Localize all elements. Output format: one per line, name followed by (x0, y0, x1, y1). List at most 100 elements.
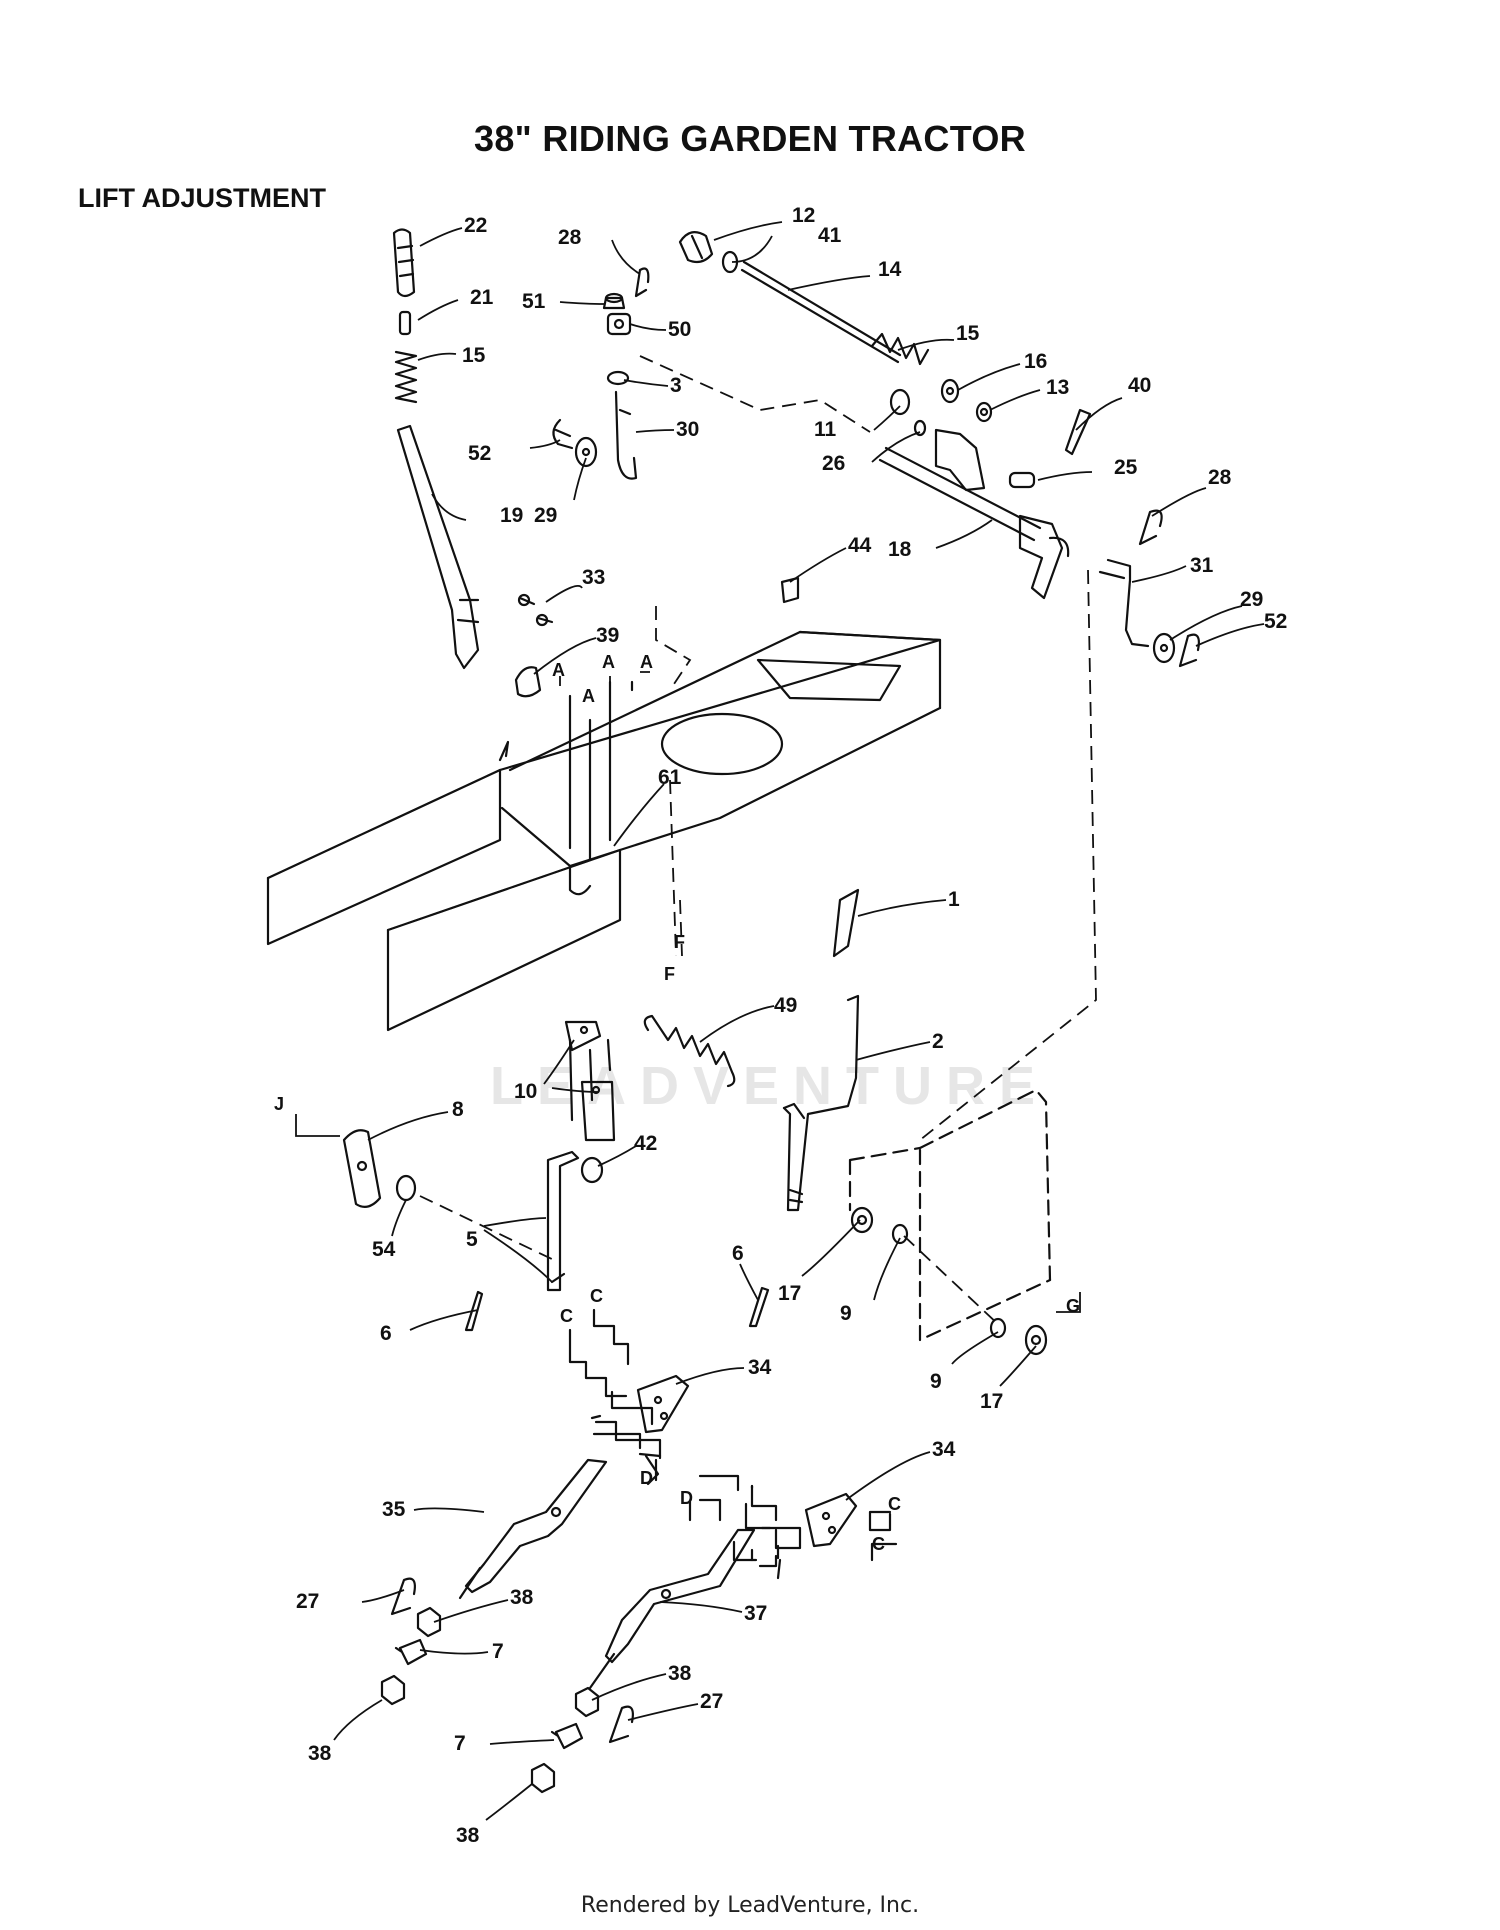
washer-part29b (1152, 632, 1176, 664)
stud-part7b (550, 1722, 584, 1750)
callout-52: 52 (468, 442, 491, 465)
ref-lines-A (568, 680, 634, 1122)
lever-part37 (588, 1528, 756, 1690)
bracket-part18 (878, 428, 1070, 600)
pin-part21 (398, 310, 412, 336)
section-title: LIFT ADJUSTMENT (78, 183, 326, 213)
reference-D: D (680, 1488, 693, 1508)
reference-C: C (872, 1534, 885, 1554)
callout-41: 41 (818, 224, 842, 247)
dash-9-to-17 (903, 1235, 1001, 1327)
nut-part38d (530, 1762, 556, 1794)
watermark: LEADVENTURE (490, 1056, 1050, 1116)
callout-49: 49 (774, 994, 797, 1017)
washer-part29a (574, 436, 598, 468)
dash-frame-upper (267, 769, 621, 931)
reference-A: A (602, 652, 615, 672)
callout-25: 25 (1114, 456, 1138, 479)
ref-brackets-CD (568, 1308, 898, 1580)
lever-part35 (458, 1458, 608, 1600)
callout-38: 38 (510, 1586, 534, 1609)
reference-G: G (1066, 1296, 1080, 1316)
callout-54: 54 (372, 1238, 396, 1261)
nut-part51 (602, 292, 626, 310)
swivel-part50 (606, 312, 632, 336)
pins-part33 (517, 593, 554, 627)
washer-part11 (889, 388, 911, 416)
callout-13: 13 (1046, 376, 1069, 399)
washer-part16 (940, 378, 960, 404)
callout-30: 30 (676, 418, 699, 441)
dash-right-vertical (919, 569, 1097, 1141)
callout-35: 35 (382, 1498, 406, 1521)
callout-15: 15 (956, 322, 980, 345)
bracket-part34b (804, 1492, 858, 1548)
callout-29: 29 (1240, 588, 1263, 611)
reference-A: A (640, 652, 653, 672)
callout-61: 61 (658, 766, 682, 789)
lever-part2 (782, 994, 860, 1212)
callout-37: 37 (744, 1602, 767, 1625)
reference-F: F (674, 932, 685, 952)
callout-2: 2 (932, 1030, 944, 1053)
callout-27: 27 (296, 1590, 319, 1613)
dash-f (679, 899, 683, 957)
bushing-part17a (850, 1206, 874, 1234)
callout-11: 11 (814, 418, 837, 441)
plate-part39 (514, 666, 542, 698)
callout-29: 29 (534, 504, 557, 527)
callout-34: 34 (932, 1438, 956, 1461)
nut-part38b (380, 1674, 406, 1706)
rod-part14 (740, 260, 902, 364)
callout-14: 14 (878, 258, 902, 281)
reference-D: D (640, 1468, 653, 1488)
callout-9: 9 (840, 1302, 852, 1325)
side-panel (848, 1088, 1052, 1342)
callout-33: 33 (582, 566, 605, 589)
callout-9: 9 (930, 1370, 942, 1393)
hairpin-part52b (1178, 633, 1200, 668)
hairpin-part28b (1138, 509, 1163, 546)
callout-7: 7 (454, 1732, 466, 1755)
rod-part30 (614, 390, 638, 480)
reference-A: A (582, 686, 595, 706)
callout-52: 52 (1264, 610, 1287, 633)
link-part5 (546, 1150, 580, 1292)
callout-38: 38 (456, 1824, 480, 1847)
callout-28: 28 (558, 226, 582, 249)
lift-lever-part19 (396, 424, 480, 670)
pin-part25 (1008, 471, 1036, 489)
plate-part8 (342, 1129, 382, 1209)
reference-F: F (664, 964, 675, 984)
callout-38: 38 (308, 1742, 332, 1765)
washer-part9b (989, 1317, 1007, 1339)
hairpin-part27a (390, 1577, 416, 1616)
washer-part42 (580, 1156, 604, 1184)
dash-61 (669, 779, 677, 957)
bracket-part10 (564, 1020, 616, 1142)
washer-part54 (395, 1174, 417, 1202)
part-1 (832, 888, 860, 958)
callout-39: 39 (596, 624, 619, 647)
dash-center-plate (655, 606, 692, 691)
callout-34: 34 (748, 1356, 772, 1379)
hairpin-part28a (634, 267, 650, 298)
callout-19: 19 (500, 504, 523, 527)
reference-C: C (560, 1306, 573, 1326)
footer-credit: Rendered by LeadVenture, Inc. (580, 1893, 920, 1918)
stud-part7a (394, 1638, 428, 1666)
callout-40: 40 (1128, 374, 1151, 397)
callout-6: 6 (732, 1242, 744, 1265)
page-title: 38" RIDING GARDEN TRACTOR (474, 118, 1026, 159)
reference-C: C (888, 1494, 901, 1514)
bracket-part34a (636, 1374, 690, 1434)
callout-10: 10 (514, 1080, 537, 1103)
callout-17: 17 (778, 1282, 801, 1305)
cotter-part6a (464, 1290, 484, 1332)
callout-3: 3 (670, 374, 682, 397)
callout-22: 22 (464, 214, 487, 237)
callout-8: 8 (452, 1098, 464, 1121)
hairpin-part27b (608, 1705, 634, 1744)
callout-50: 50 (668, 318, 691, 341)
